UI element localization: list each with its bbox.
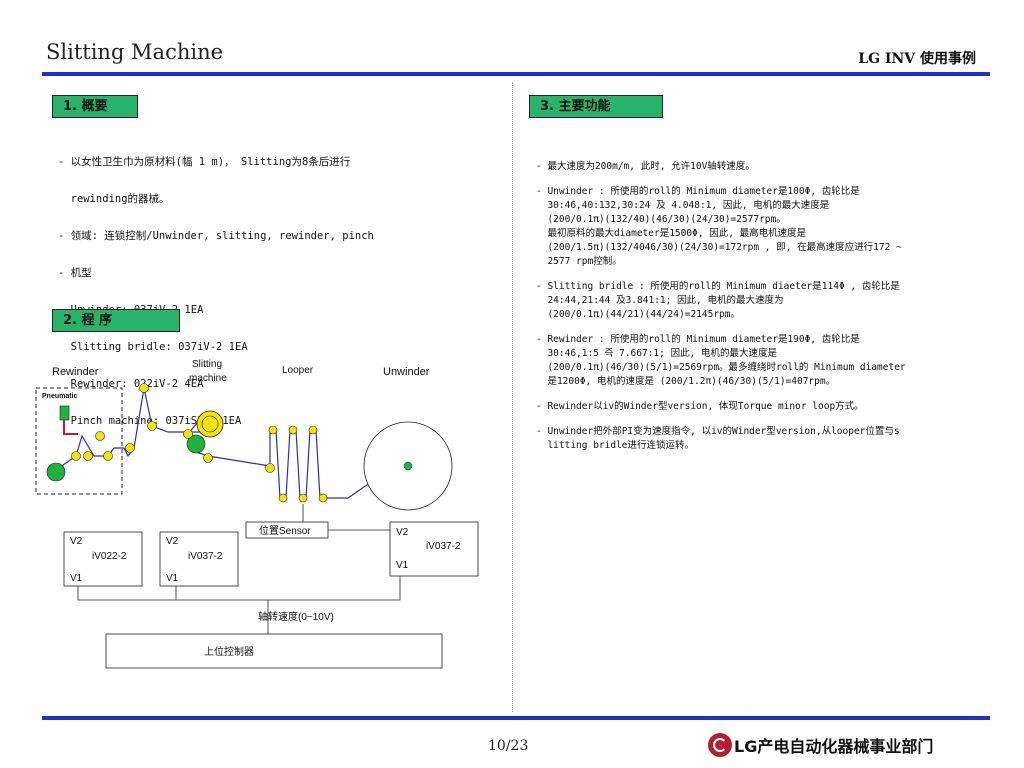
rewinder-roll <box>46 462 66 482</box>
label-pneumatic: Pneumatic <box>42 393 78 400</box>
lg-logo-icon <box>708 733 732 757</box>
function-paragraph: - Rewinder以iv的Winder型version, 体现Torque m… <box>536 401 864 412</box>
label-controller: 上位控制器 <box>204 645 254 658</box>
guide-roll <box>103 451 113 461</box>
web-path <box>55 387 395 499</box>
looper-roll <box>265 463 275 473</box>
drive-v1: V1 <box>396 560 409 571</box>
drive-v2: V2 <box>166 536 179 547</box>
header-brand: LG INV 使用事例 <box>858 51 976 67</box>
function-paragraph: - Unwinder把外部PI变为速度指令, 以iv的Winder型versio… <box>536 426 900 451</box>
drive-v1: V1 <box>166 573 179 584</box>
label-rewinder: Rewinder <box>52 366 99 378</box>
function-paragraph: - Rewinder : 所使用的roll的 Minimum diameter是… <box>536 334 906 387</box>
drive-model: iV022-2 <box>92 551 127 562</box>
label-speed: 轴转速度(0~10V) <box>258 610 334 623</box>
footer-logo: LG产电自动化器械事业部门 <box>708 733 933 757</box>
looper-roll <box>268 425 278 435</box>
guide-roll <box>71 451 81 461</box>
section-functions-heading: 3. 主要功能 <box>529 95 663 118</box>
page-number: 10/23 <box>488 738 529 754</box>
drive-v1: V1 <box>70 573 83 584</box>
drive-box-unwinder <box>389 521 479 577</box>
function-paragraph: - Unwinder : 所使用的roll的 Minimum diameter是… <box>536 186 902 267</box>
drive-v2: V2 <box>396 527 409 538</box>
overview-line: - 领域: 连锁控制/Unwinder, slitting, rewinder,… <box>58 229 374 242</box>
overview-line: Slitting bridle: 037iV-2 1EA <box>58 340 248 353</box>
slitting-knife-roll-inner <box>201 415 219 433</box>
guide-roll <box>183 429 193 439</box>
label-unwinder: Unwinder <box>383 366 430 378</box>
label-slitting: Slitting <box>192 359 222 370</box>
unwinder-core <box>403 461 413 471</box>
label-machine: machine <box>189 373 227 384</box>
overview-line: - 以女性卫生巾为原材料(幅 1 m)， Slitting为8条后进行 <box>58 155 351 168</box>
section-process-heading: 2. 程 序 <box>52 309 180 332</box>
looper-roll <box>318 493 328 503</box>
pneumatic-cylinder <box>59 405 70 421</box>
looper-roll <box>298 493 308 503</box>
overview-line: rewinding的器械。 <box>58 192 170 205</box>
footer-rule <box>42 716 990 720</box>
section-overview-heading: 1. 概要 <box>52 95 138 118</box>
controller-box <box>105 633 443 669</box>
slitting-drive-roll <box>186 434 206 454</box>
pneumatic-box <box>35 387 123 495</box>
drive-v2: V2 <box>70 536 83 547</box>
column-divider <box>512 82 513 712</box>
guide-roll <box>95 431 105 441</box>
footer-company: LG产电自动化器械事业部门 <box>734 737 934 756</box>
drive-model: iV037-2 <box>188 551 223 562</box>
guide-roll <box>203 453 213 463</box>
header-rule <box>42 72 990 76</box>
speed-bus <box>77 576 401 601</box>
page-title: Slitting Machine <box>46 40 224 64</box>
looper-roll <box>308 425 318 435</box>
guide-roll <box>83 451 93 461</box>
function-paragraph: - 最大速度为200m/m, 此时, 允许10V轴转速度。 <box>536 161 755 172</box>
drive-box-slitting <box>159 531 239 587</box>
label-sensor: 位置Sensor <box>259 524 311 537</box>
looper-roll <box>288 425 298 435</box>
pneumatic-arm <box>63 420 78 435</box>
overview-line: - 机型 <box>58 266 92 279</box>
drive-model: iV037-2 <box>426 541 461 552</box>
drive-box-rewinder <box>63 531 143 587</box>
guide-roll <box>139 383 149 393</box>
looper-roll <box>278 493 288 503</box>
functions-text: - 最大速度为200m/m, 此时, 允许10V轴转速度。 - Unwinder… <box>536 160 988 453</box>
guide-roll <box>147 421 157 431</box>
function-paragraph: - Slitting bridle : 所使用的roll的 Minimum di… <box>536 281 900 320</box>
guide-roll <box>125 443 135 453</box>
process-diagram: Rewinder Slitting machine Looper Unwinde… <box>35 359 479 669</box>
slitting-knife-roll <box>196 410 224 438</box>
label-looper: Looper <box>282 365 314 376</box>
